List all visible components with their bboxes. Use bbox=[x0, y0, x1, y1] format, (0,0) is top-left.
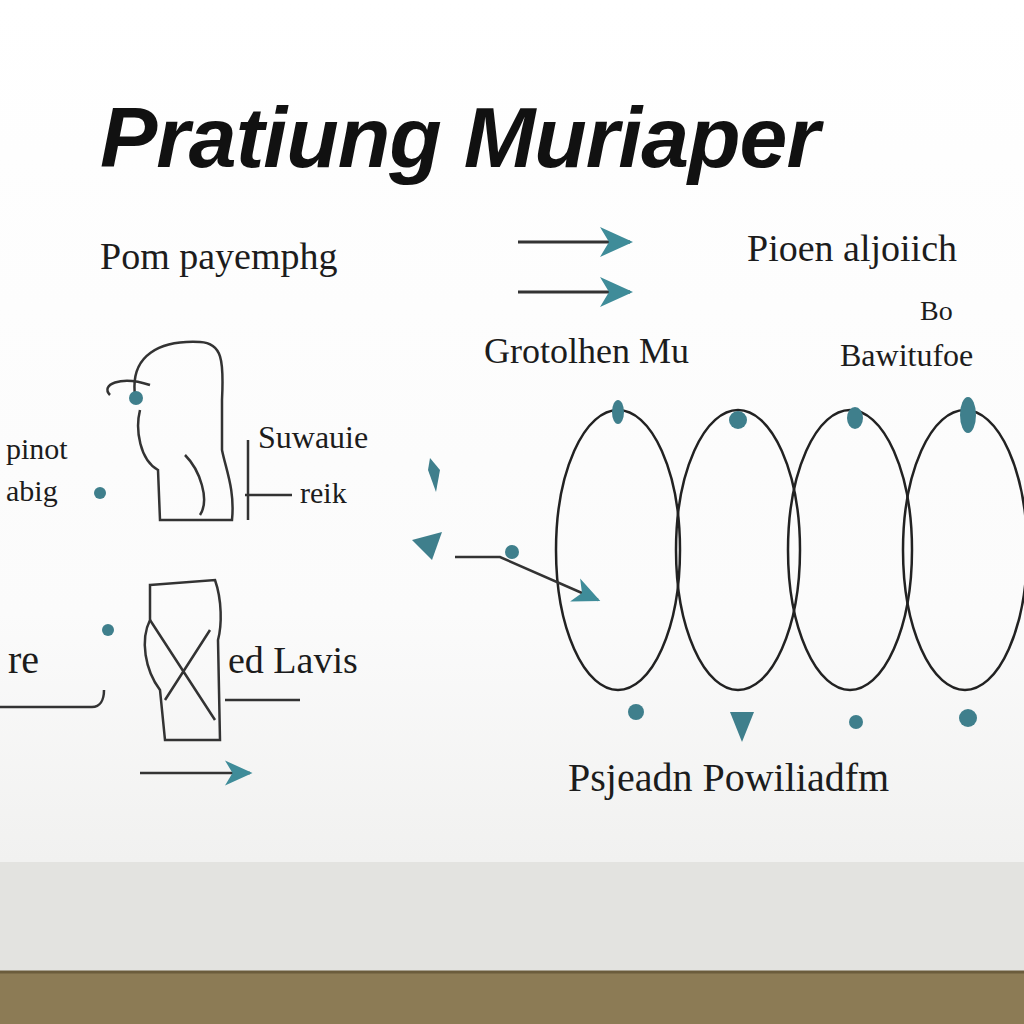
label: Grotolhen Mu bbox=[482, 332, 691, 372]
frame-bar bbox=[0, 972, 1024, 1024]
frame-edge bbox=[0, 971, 1024, 974]
floor-band bbox=[0, 862, 1024, 974]
top-arrows bbox=[518, 242, 630, 292]
title: Pratiung Muriaper bbox=[98, 90, 821, 185]
label: ed Lavis bbox=[226, 640, 360, 682]
label: Bawitufoe bbox=[838, 338, 975, 373]
ellipse-chain bbox=[556, 410, 1024, 690]
label: re bbox=[6, 638, 41, 682]
label: Pioen aljoiich bbox=[745, 228, 959, 270]
label: pinot bbox=[4, 432, 70, 465]
label: abig bbox=[4, 474, 60, 507]
side-icons bbox=[94, 391, 519, 636]
ellipse-icons bbox=[612, 397, 977, 742]
label: Psjeadn Powiliadfm bbox=[566, 756, 891, 800]
label: Suwauie bbox=[256, 420, 370, 455]
label: Bo bbox=[918, 296, 955, 327]
side-arrows bbox=[140, 557, 598, 773]
label: Pom payemphg bbox=[98, 236, 339, 278]
label: reik bbox=[298, 476, 349, 509]
